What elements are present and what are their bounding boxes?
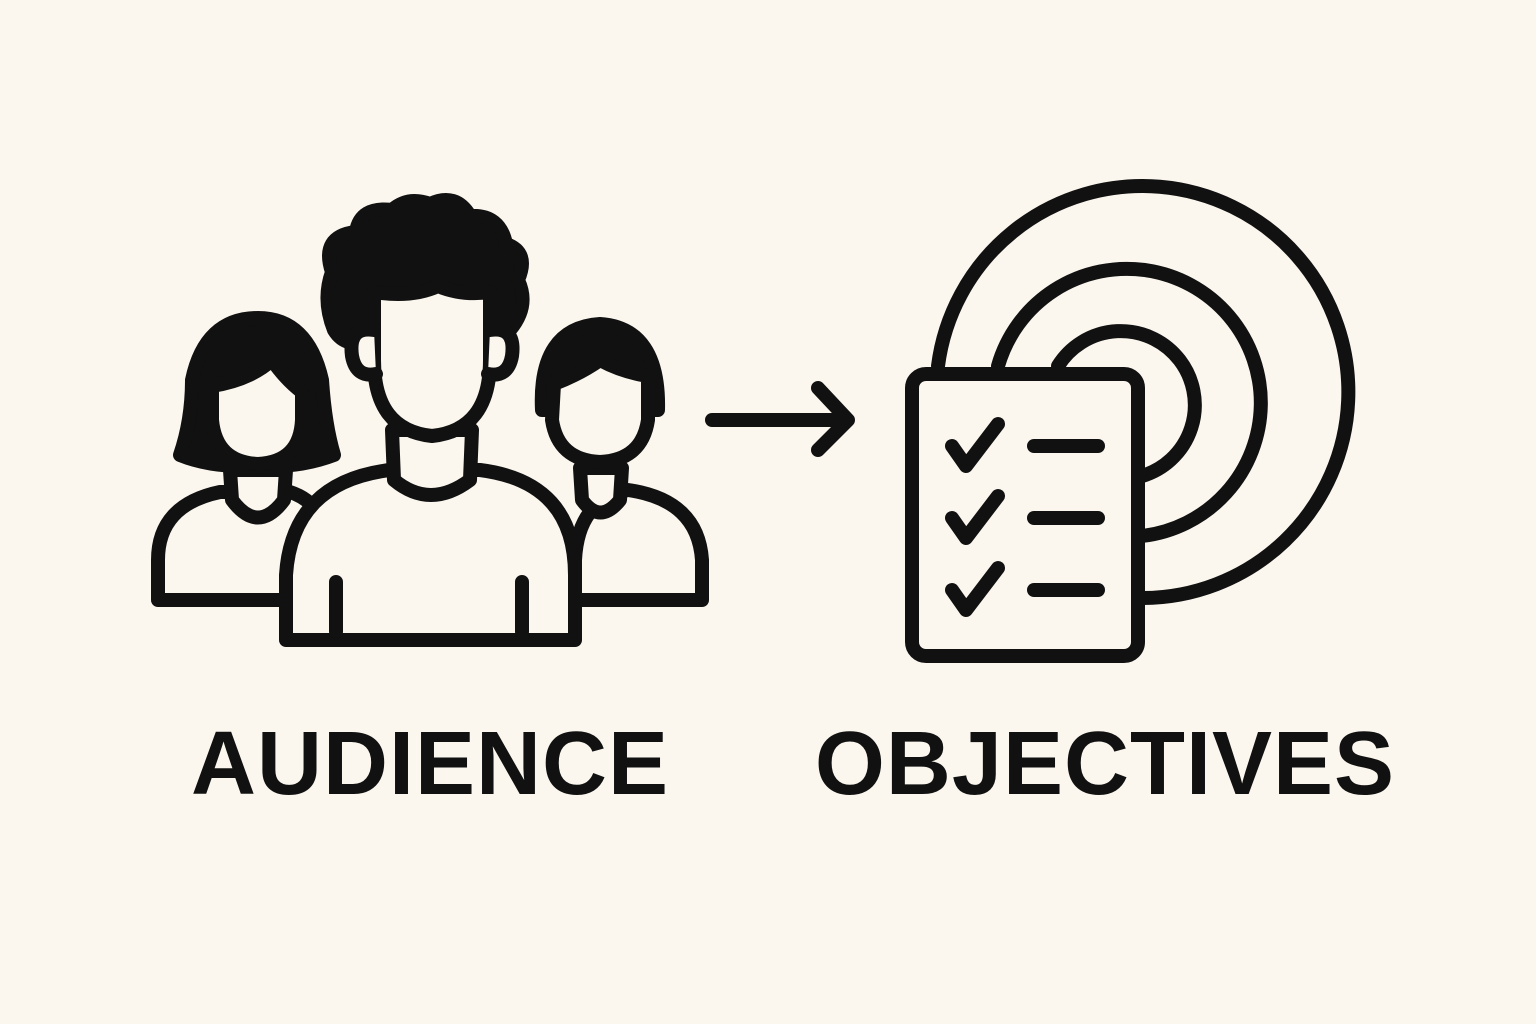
center-person-icon bbox=[279, 193, 582, 647]
audience-label: AUDIENCE bbox=[190, 714, 670, 814]
check-mark-icon bbox=[945, 417, 1005, 473]
objectives-checklist-target-icon bbox=[905, 179, 1356, 663]
checklist-icon bbox=[905, 367, 1145, 663]
right-person-icon bbox=[534, 317, 709, 607]
target-icon bbox=[931, 179, 1356, 605]
right-arrow-icon bbox=[705, 381, 855, 457]
checklist-item-3 bbox=[945, 561, 1105, 617]
left-person-icon bbox=[151, 311, 341, 607]
checklist-item-1 bbox=[945, 417, 1105, 473]
audience-group-icon bbox=[151, 193, 709, 647]
objectives-label: OBJECTIVES bbox=[814, 714, 1396, 814]
check-mark-icon bbox=[945, 489, 1005, 545]
check-mark-icon bbox=[945, 561, 1005, 617]
checklist-item-2 bbox=[945, 489, 1105, 545]
